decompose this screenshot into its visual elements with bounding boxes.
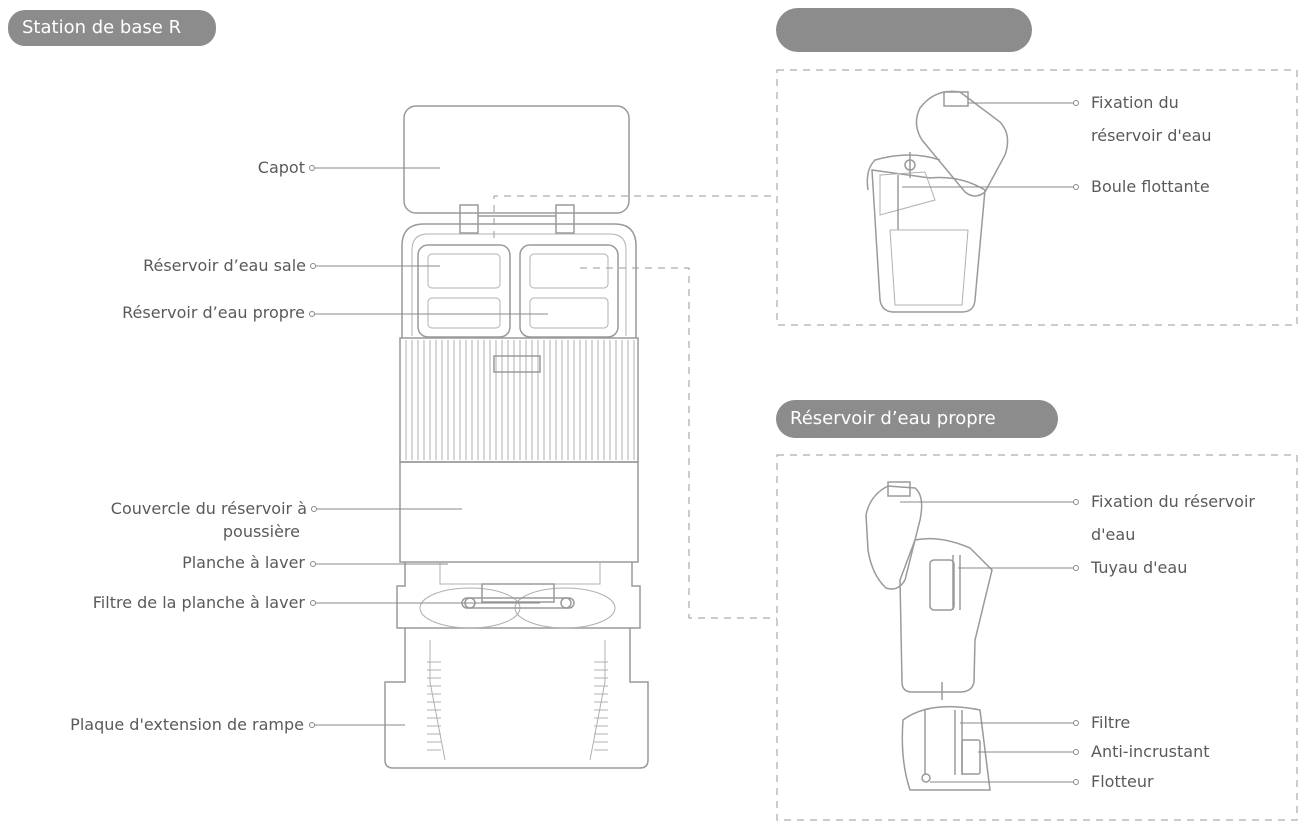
label-dirty-water-tank: Réservoir d’eau sale: [143, 256, 306, 275]
detail-leader-lines: [900, 100, 1079, 785]
label-anti-scale: Anti-incrustant: [1091, 742, 1210, 761]
label-clean-tank-fixation-line1: Fixation du réservoir: [1091, 492, 1255, 511]
label-clean-water-tank: Réservoir d’eau propre: [122, 303, 305, 322]
dirty-tank-drawing: [866, 90, 1009, 313]
clean-tank-detail-box: [776, 454, 1298, 821]
label-dirty-tank-fixation-line1: Fixation du: [1091, 93, 1179, 112]
base-station-drawing: [384, 105, 649, 769]
dirty-tank-detail-box: [776, 69, 1298, 326]
label-water-pipe: Tuyau d'eau: [1091, 558, 1188, 577]
heading-clean-tank: Réservoir d’eau propre: [776, 400, 1058, 438]
label-clean-tank-fixation-line2: d'eau: [1091, 525, 1136, 544]
label-washboard-filter: Filtre de la planche à laver: [92, 593, 305, 612]
base-leader-lines: [309, 165, 548, 728]
label-dust-cover-line1: Couvercle du réservoir à: [110, 499, 307, 518]
label-washboard: Planche à laver: [182, 553, 305, 572]
clean-tank-connector: [580, 267, 777, 619]
label-capot: Capot: [257, 158, 305, 177]
clean-tank-drawing: [865, 481, 993, 791]
label-float-ball: Boule flottante: [1091, 177, 1210, 196]
label-floater: Flotteur: [1091, 772, 1154, 791]
label-dust-cover-line2: poussière: [222, 522, 300, 541]
heading-dirty-tank: [776, 8, 1032, 52]
label-ramp-extension-plate: Plaque d'extension de rampe: [70, 715, 304, 734]
heading-base-station: Station de base R: [8, 10, 216, 46]
dirty-tank-connector: [493, 195, 777, 238]
label-filter: Filtre: [1091, 713, 1131, 732]
label-dirty-tank-fixation-line2: réservoir d'eau: [1091, 126, 1212, 145]
